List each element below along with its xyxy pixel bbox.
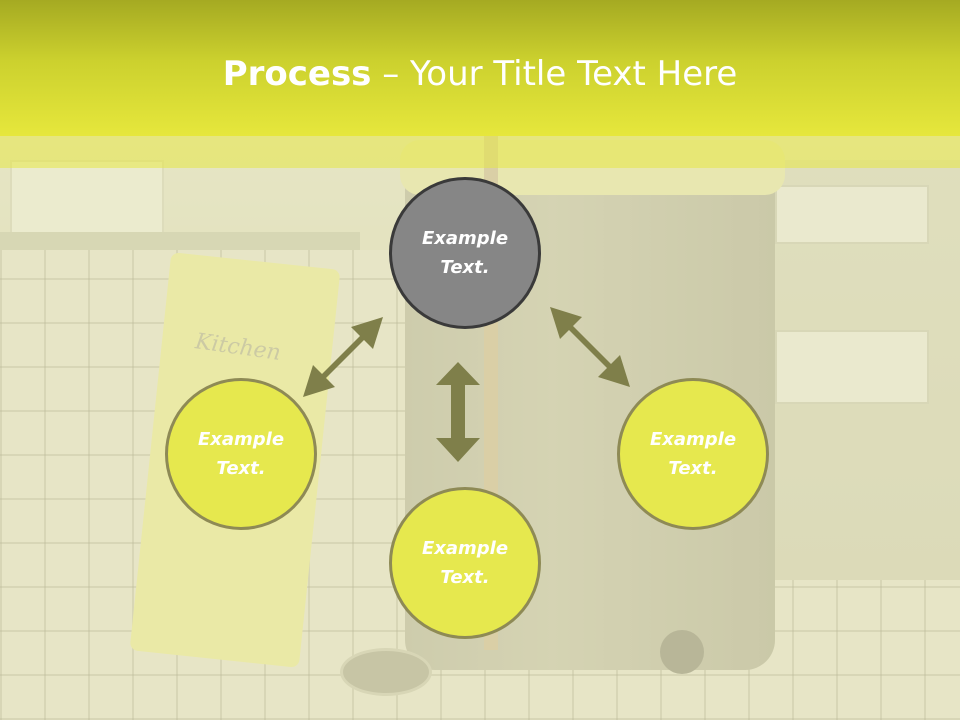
title-band — [0, 0, 960, 136]
process-node-label: Example Text. — [421, 228, 509, 278]
process-node-label: Example Text. — [421, 538, 509, 588]
process-node-label: Example Text. — [649, 429, 737, 479]
arrow-center-vertical[interactable] — [436, 362, 480, 462]
process-node-left[interactable]: Example Text. — [165, 378, 317, 530]
process-node-top[interactable]: Example Text. — [389, 177, 541, 329]
title-rest: – Your Title Text Here — [371, 54, 738, 94]
background-dish-rack — [775, 185, 929, 244]
slide-title[interactable]: Process – Your Title Text Here — [0, 50, 960, 98]
arrow-top-right[interactable] — [550, 307, 630, 387]
arrow-top-left[interactable] — [303, 317, 383, 397]
process-node-bottom[interactable]: Example Text. — [389, 487, 541, 639]
process-node-right[interactable]: Example Text. — [617, 378, 769, 530]
background-floor-drain — [340, 648, 432, 696]
title-band-fade — [0, 136, 960, 168]
background-dish-rack — [775, 330, 929, 404]
title-bold: Process — [222, 54, 372, 94]
process-node-label: Example Text. — [197, 429, 285, 479]
background-bin-wheel — [660, 630, 704, 674]
